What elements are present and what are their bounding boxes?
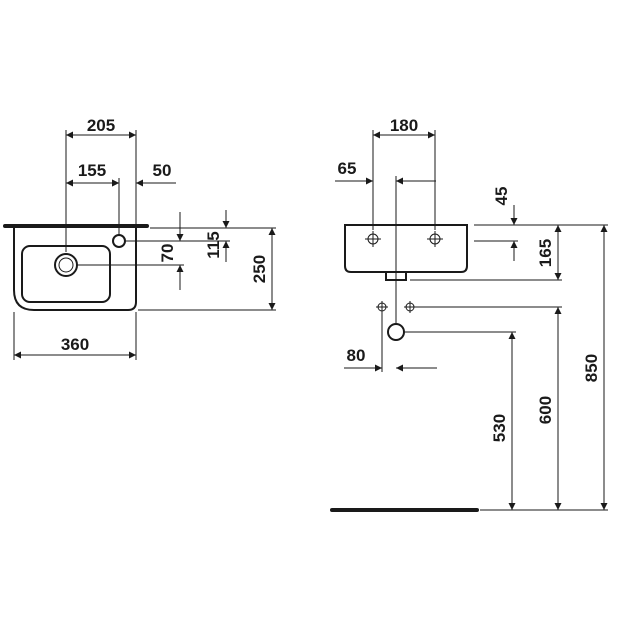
waste-connection: [387, 323, 405, 341]
dim-250-label: 250: [250, 255, 269, 283]
dim-180-label: 180: [390, 116, 418, 135]
rim-plate: [3, 224, 149, 228]
dim-50-label: 50: [153, 161, 172, 180]
drain-inner: [58, 257, 74, 273]
water-connection-left: [376, 301, 388, 313]
dim-850-label: 850: [582, 354, 601, 382]
dim-205-label: 205: [87, 116, 115, 135]
elevation-view: 180 65 80 45 165 530 600 850: [330, 116, 608, 512]
basin-front: [344, 224, 468, 273]
plan-view: 205 155 50 360 70 115 250: [3, 116, 276, 360]
dim-530-label: 530: [490, 414, 509, 442]
tap-hole: [112, 234, 126, 248]
dim-70-label: 70: [158, 244, 177, 263]
dim-165-label: 165: [536, 239, 555, 267]
dim-80-label: 80: [347, 346, 366, 365]
water-connection-right: [404, 301, 416, 313]
dim-155-label: 155: [78, 161, 106, 180]
dim-115-label: 115: [204, 231, 223, 258]
drain-outer: [54, 253, 78, 277]
dim-600-label: 600: [536, 396, 555, 424]
basin-outline: [13, 228, 137, 311]
dim-45-label: 45: [492, 187, 511, 206]
dim-360-label: 360: [61, 335, 89, 354]
fixing-hole-right: [427, 231, 443, 247]
fixing-hole-left: [365, 231, 381, 247]
dim-65-label: 65: [338, 159, 357, 178]
